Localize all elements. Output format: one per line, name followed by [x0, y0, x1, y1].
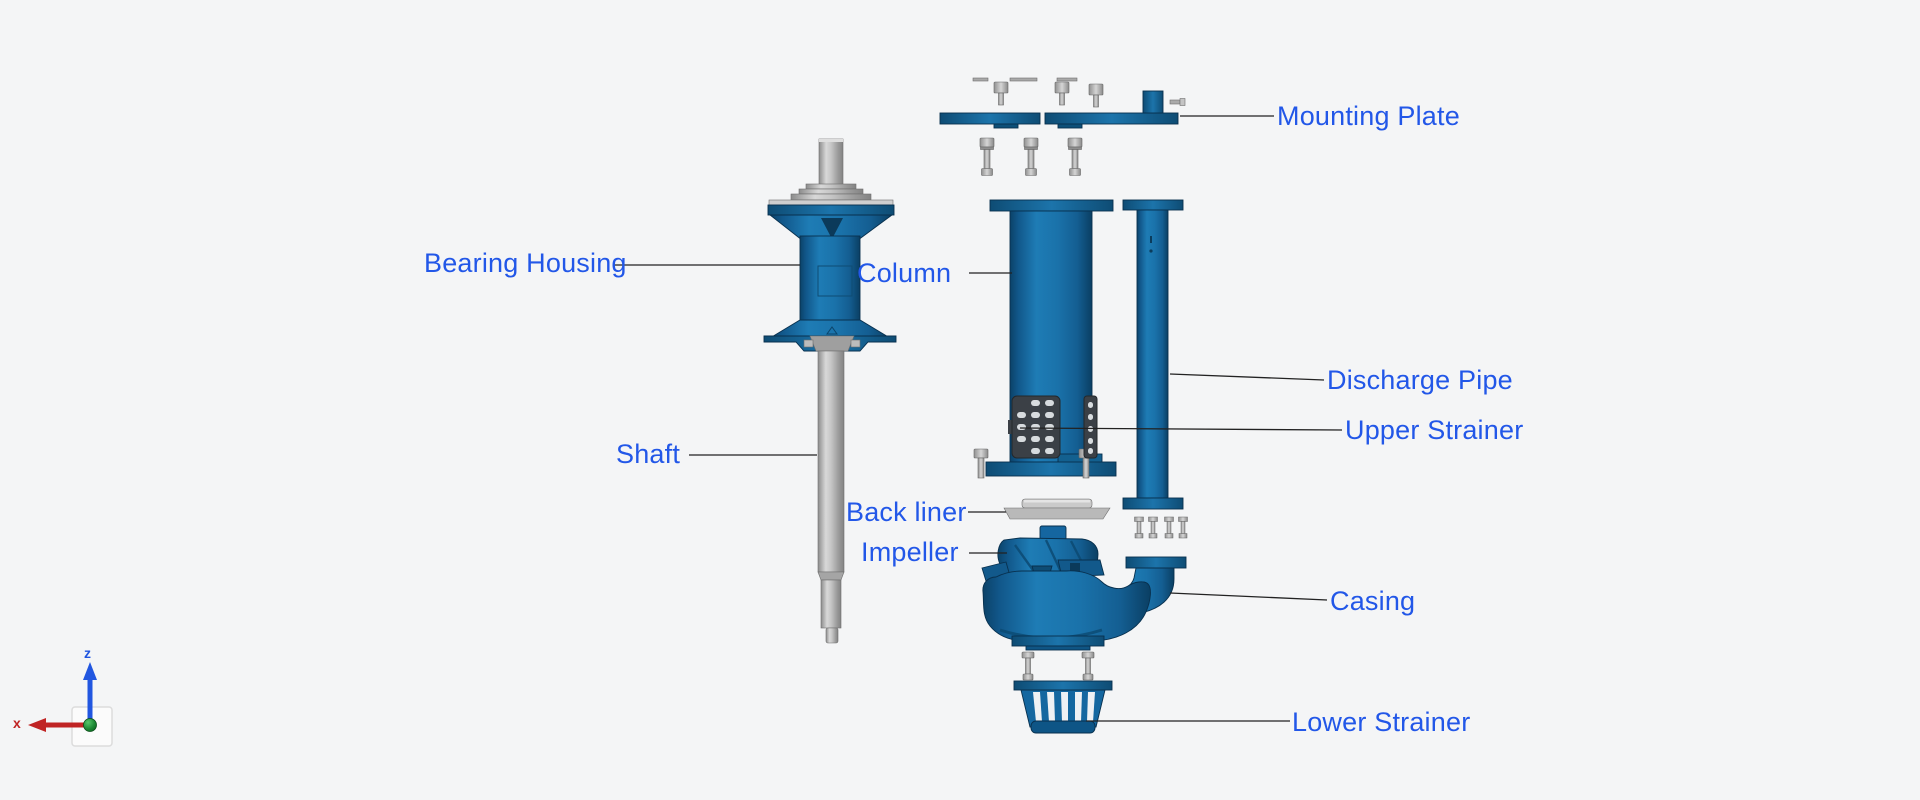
- label-lower-strainer: Lower Strainer: [1292, 707, 1471, 737]
- lower-strainer-part[interactable]: [1013, 680, 1113, 734]
- discharge-flange-bolts[interactable]: [1134, 516, 1188, 539]
- back-liner-part[interactable]: [1003, 498, 1111, 520]
- label-impeller: Impeller: [861, 537, 959, 567]
- axis-x-arrow: [28, 718, 90, 732]
- mounting-plate-part[interactable]: [939, 77, 1186, 129]
- label-back-liner: Back liner: [846, 497, 967, 527]
- side-bolt: [1169, 98, 1186, 106]
- discharge-pipe-part[interactable]: [1122, 199, 1184, 510]
- label-shaft: Shaft: [616, 439, 681, 469]
- label-casing: Casing: [1330, 586, 1416, 616]
- axis-z-label: z: [84, 645, 91, 661]
- mounting-plate-bolts[interactable]: [979, 137, 1083, 176]
- upper-strainer-part[interactable]: [1008, 395, 1098, 459]
- label-discharge-pipe: Discharge Pipe: [1327, 365, 1513, 395]
- casing-part[interactable]: [981, 556, 1187, 651]
- label-upper-strainer: Upper Strainer: [1345, 415, 1524, 445]
- label-column: Column: [857, 258, 952, 288]
- casing-bolts[interactable]: [1021, 651, 1095, 681]
- origin-sphere: [83, 718, 97, 732]
- bearing-housing-part[interactable]: [763, 138, 897, 352]
- axis-z-arrow: [83, 662, 97, 723]
- mounting-plate-cap-screws[interactable]: [993, 81, 1104, 108]
- axis-x-label: x: [13, 715, 21, 731]
- shaft-part[interactable]: [817, 350, 845, 644]
- axes-triad[interactable]: [28, 662, 113, 747]
- label-bearing-housing: Bearing Housing: [424, 248, 627, 278]
- label-mounting-plate: Mounting Plate: [1277, 101, 1460, 131]
- leader-lines: [614, 115, 1343, 722]
